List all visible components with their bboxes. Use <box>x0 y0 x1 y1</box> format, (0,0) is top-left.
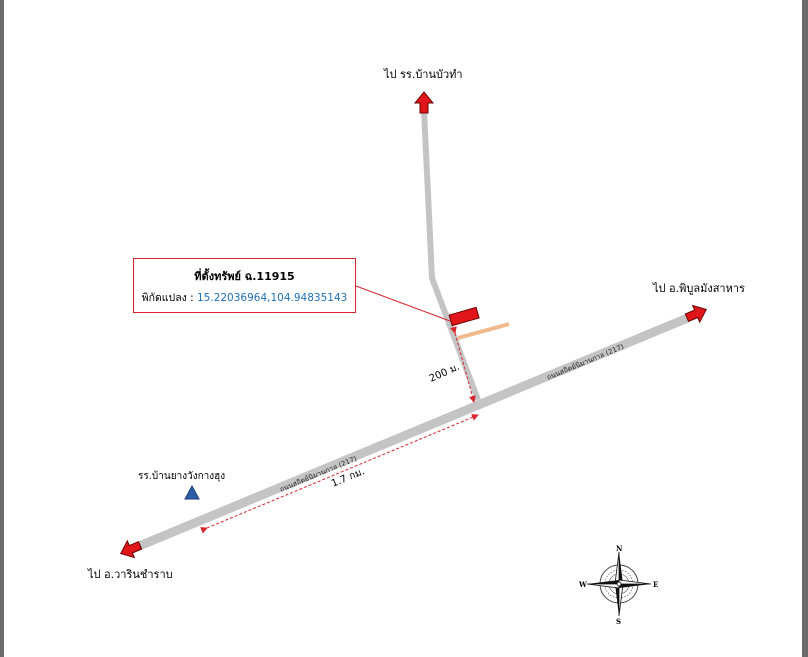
arrow-north-icon <box>413 91 435 114</box>
triangle-icon <box>184 484 200 500</box>
coordinates-label: พิกัดแปลง : <box>141 292 197 304</box>
destination-east-label: ไป อ.พิบูลมังสาหาร <box>652 282 745 295</box>
property-coordinates-row: พิกัดแปลง : 15.22036964,104.94835143 <box>134 289 355 306</box>
distance-label-200m: 200 ม. <box>428 362 462 385</box>
coordinates-value: 15.22036964,104.94835143 <box>197 292 348 304</box>
distance-line-200m <box>450 326 476 403</box>
compass-north-label: N <box>616 544 623 553</box>
property-title: ที่ตั้งทรัพย์ ฉ.11915 <box>194 270 295 283</box>
distance-line-1-7km <box>200 414 479 534</box>
landmark-label: รร.บ้านยางวังกางฮุง <box>138 470 225 482</box>
compass-south-label: S <box>616 617 621 626</box>
north-road <box>421 109 481 402</box>
pointer-line <box>355 285 451 322</box>
left-border <box>0 0 4 657</box>
right-border <box>802 0 808 657</box>
arrow-southwest-icon <box>119 539 143 559</box>
property-info-box: ที่ตั้งทรัพย์ ฉ.11915 พิกัดแปลง : 15.220… <box>133 258 356 313</box>
destination-southwest-label: ไป อ.วารินชำราบ <box>87 568 173 581</box>
compass-west-label: W <box>578 580 587 589</box>
road-name-label-ne: ถนนสถิตย์นิมานกาล (217) <box>546 343 626 382</box>
access-path <box>457 322 510 340</box>
destination-north-label: ไป รร.บ้านบัวทำ <box>383 68 463 81</box>
arrow-east-icon <box>684 304 708 324</box>
compass-rose-icon <box>586 551 652 617</box>
property-marker <box>448 306 480 327</box>
compass-east-label: E <box>653 580 658 589</box>
